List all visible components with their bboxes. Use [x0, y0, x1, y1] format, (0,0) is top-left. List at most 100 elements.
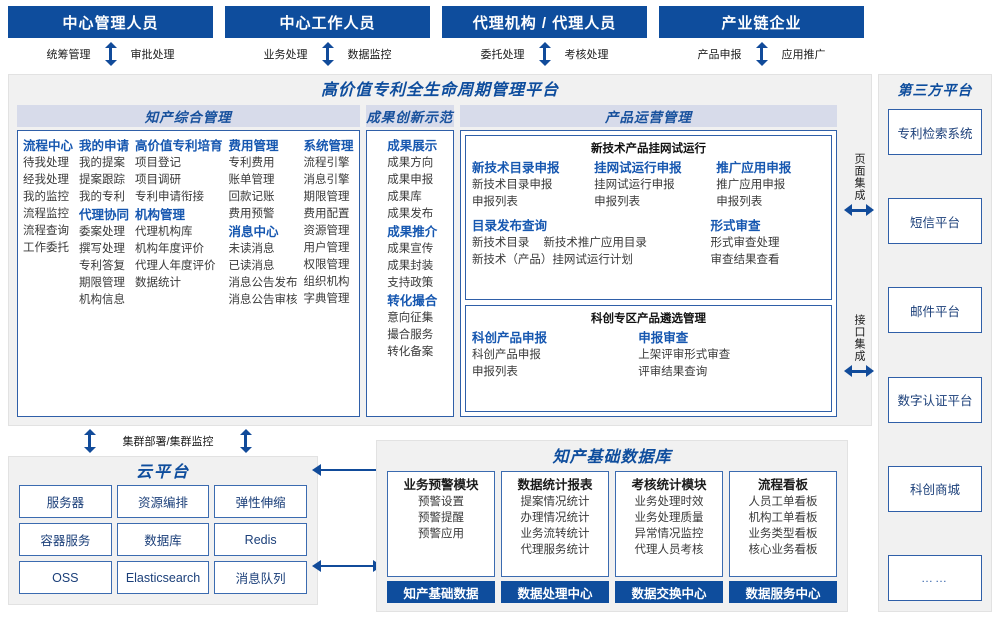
- cloud-service-消息队列[interactable]: 消息队列: [214, 561, 307, 594]
- database-item-业务处理时效[interactable]: 业务处理时效: [634, 496, 704, 508]
- menu-item-新技术目录[interactable]: 新技术目录: [471, 237, 530, 249]
- database-item-业务类型看板[interactable]: 业务类型看板: [748, 528, 818, 540]
- menu-category-转化撮合: 转化撮合: [387, 294, 438, 308]
- cloud-service-资源编排[interactable]: 资源编排: [116, 485, 210, 518]
- menu-item-评审结果查询[interactable]: 评审结果查询: [638, 366, 708, 379]
- menu-column-知产综合管理-3: 费用管理专利费用账单管理回款记账费用预警消息中心未读消息已读消息消息公告发布消息…: [229, 137, 298, 410]
- menu-item-组织机构[interactable]: 组织机构: [303, 276, 350, 288]
- menu-item-项目登记[interactable]: 项目登记: [135, 157, 182, 169]
- menu-item-消息公告审核[interactable]: 消息公告审核: [228, 294, 298, 306]
- menu-item-项目调研[interactable]: 项目调研: [135, 174, 182, 186]
- menu-item-成果发布[interactable]: 成果发布: [387, 208, 434, 220]
- menu-item-消息引擎[interactable]: 消息引擎: [303, 174, 350, 186]
- menu-item-流程查询[interactable]: 流程查询: [23, 225, 69, 237]
- menu-item-专利答复[interactable]: 专利答复: [79, 260, 126, 272]
- third-party-item-数字认证平台[interactable]: 数字认证平台: [888, 376, 982, 423]
- menu-item-消息公告发布[interactable]: 消息公告发布: [228, 277, 298, 289]
- menu-item-用户管理[interactable]: 用户管理: [303, 242, 350, 254]
- menu-item-审查结果查看[interactable]: 审查结果查看: [710, 254, 780, 266]
- menu-item-申报列表[interactable]: 申报列表: [471, 196, 518, 208]
- cloud-service-弹性伸缩[interactable]: 弹性伸缩: [214, 485, 307, 518]
- menu-item-上架评审形式审查[interactable]: 上架评审形式审查: [638, 349, 731, 362]
- menu-item-申报列表[interactable]: 申报列表: [716, 196, 763, 208]
- menu-item-资源管理[interactable]: 资源管理: [303, 225, 350, 237]
- database-item-代理人员考核[interactable]: 代理人员考核: [634, 544, 704, 556]
- database-item-业务流转统计[interactable]: 业务流转统计: [520, 528, 590, 540]
- menu-item-科创产品申报[interactable]: 科创产品申报: [471, 349, 541, 362]
- menu-item-机构年度评价[interactable]: 机构年度评价: [135, 243, 205, 255]
- menu-item-新技术推广应用目录[interactable]: 新技术推广应用目录: [543, 237, 647, 249]
- menu-item-代理人年度评价[interactable]: 代理人年度评价: [135, 260, 216, 272]
- database-item-核心业务看板[interactable]: 核心业务看板: [748, 544, 818, 556]
- database-item-预警设置[interactable]: 预警设置: [418, 496, 464, 508]
- menu-item-成果库[interactable]: 成果库: [387, 191, 422, 203]
- menu-item-专利申请衔接[interactable]: 专利申请衔接: [135, 191, 205, 203]
- cloud-service-OSS[interactable]: OSS: [19, 561, 112, 594]
- menu-item-成果封装[interactable]: 成果封装: [387, 260, 434, 272]
- menu-item-我的监控[interactable]: 我的监控: [23, 191, 69, 203]
- database-item-提案情况统计[interactable]: 提案情况统计: [520, 496, 590, 508]
- database-item-代理服务统计[interactable]: 代理服务统计: [520, 544, 590, 556]
- cloud-service-服务器[interactable]: 服务器: [19, 485, 112, 518]
- menu-item-意向征集[interactable]: 意向征集: [387, 312, 434, 324]
- menu-item-期限管理[interactable]: 期限管理: [303, 191, 350, 203]
- database-footer-知产基础数据[interactable]: 知产基础数据: [387, 581, 495, 603]
- menu-item-成果宣传[interactable]: 成果宣传: [387, 243, 434, 255]
- menu-item-新技术（产品）挂网试运行计划[interactable]: 新技术（产品）挂网试运行计划: [471, 254, 633, 266]
- menu-item-形式审查处理[interactable]: 形式审查处理: [710, 237, 780, 249]
- menu-item-新技术目录申报[interactable]: 新技术目录申报: [471, 179, 553, 191]
- menu-item-机构信息[interactable]: 机构信息: [79, 294, 126, 306]
- menu-item-字典管理[interactable]: 字典管理: [303, 293, 350, 305]
- third-party-item-邮件平台[interactable]: 邮件平台: [888, 287, 982, 334]
- database-footer-数据处理中心[interactable]: 数据处理中心: [501, 581, 609, 603]
- menu-item-撮合服务[interactable]: 撮合服务: [387, 329, 434, 341]
- menu-item-转化备案[interactable]: 转化备案: [387, 346, 434, 358]
- menu-item-专利费用[interactable]: 专利费用: [228, 157, 275, 169]
- menu-item-提案跟踪[interactable]: 提案跟踪: [79, 174, 126, 186]
- cloud-service-Redis[interactable]: Redis: [214, 523, 307, 556]
- menu-item-回款记账[interactable]: 回款记账: [228, 191, 275, 203]
- menu-item-期限管理[interactable]: 期限管理: [79, 277, 126, 289]
- menu-item-经我处理[interactable]: 经我处理: [23, 174, 69, 186]
- database-item-异常情况监控[interactable]: 异常情况监控: [634, 528, 704, 540]
- menu-item-申报列表[interactable]: 申报列表: [471, 366, 518, 379]
- third-party-item-科创商城[interactable]: 科创商城: [888, 465, 982, 512]
- menu-item-成果申报[interactable]: 成果申报: [387, 174, 434, 186]
- cloud-service-Elasticsearch[interactable]: Elasticsearch: [116, 561, 210, 594]
- menu-item-我的提案[interactable]: 我的提案: [79, 157, 126, 169]
- third-party-item-……[interactable]: ……: [888, 554, 982, 601]
- menu-item-撰写处理[interactable]: 撰写处理: [79, 243, 126, 255]
- menu-item-账单管理[interactable]: 账单管理: [228, 174, 275, 186]
- cloud-service-数据库[interactable]: 数据库: [116, 523, 210, 556]
- menu-item-委案处理[interactable]: 委案处理: [79, 226, 126, 238]
- cloud-service-容器服务[interactable]: 容器服务: [19, 523, 112, 556]
- menu-item-申报列表[interactable]: 申报列表: [594, 196, 641, 208]
- menu-item-成果方向[interactable]: 成果方向: [387, 157, 434, 169]
- menu-item-费用配置[interactable]: 费用配置: [303, 208, 350, 220]
- menu-item-流程引擎[interactable]: 流程引擎: [303, 157, 350, 169]
- database-item-办理情况统计[interactable]: 办理情况统计: [520, 512, 590, 524]
- database-item-预警提醒[interactable]: 预警提醒: [418, 512, 464, 524]
- database-item-机构工单看板[interactable]: 机构工单看板: [748, 512, 818, 524]
- menu-item-流程监控[interactable]: 流程监控: [23, 208, 69, 220]
- database-item-业务处理质量[interactable]: 业务处理质量: [634, 512, 704, 524]
- menu-item-我的专利[interactable]: 我的专利: [79, 191, 126, 203]
- menu-item-工作委托[interactable]: 工作委托: [23, 242, 69, 254]
- menu-item-已读消息[interactable]: 已读消息: [228, 260, 275, 272]
- menu-item-待我处理[interactable]: 待我处理: [23, 157, 69, 169]
- menu-item-代理机构库[interactable]: 代理机构库: [135, 226, 193, 238]
- menu-item-数据统计[interactable]: 数据统计: [135, 277, 182, 289]
- third-party-item-专利检索系统[interactable]: 专利检索系统: [888, 109, 982, 155]
- database-item-人员工单看板[interactable]: 人员工单看板: [748, 496, 818, 508]
- role-bar-1: 中心工作人员: [225, 6, 430, 38]
- menu-item-支持政策[interactable]: 支持政策: [387, 277, 434, 289]
- menu-item-未读消息[interactable]: 未读消息: [228, 243, 275, 255]
- menu-item-费用预警[interactable]: 费用预警: [228, 208, 275, 220]
- third-party-item-短信平台[interactable]: 短信平台: [888, 198, 982, 245]
- menu-item-权限管理[interactable]: 权限管理: [303, 259, 350, 271]
- database-footer-数据服务中心[interactable]: 数据服务中心: [729, 581, 837, 603]
- menu-item-挂网试运行申报[interactable]: 挂网试运行申报: [594, 179, 675, 191]
- menu-item-推广应用申报[interactable]: 推广应用申报: [716, 179, 786, 191]
- database-footer-数据交换中心[interactable]: 数据交换中心: [615, 581, 723, 603]
- database-item-预警应用[interactable]: 预警应用: [418, 528, 464, 540]
